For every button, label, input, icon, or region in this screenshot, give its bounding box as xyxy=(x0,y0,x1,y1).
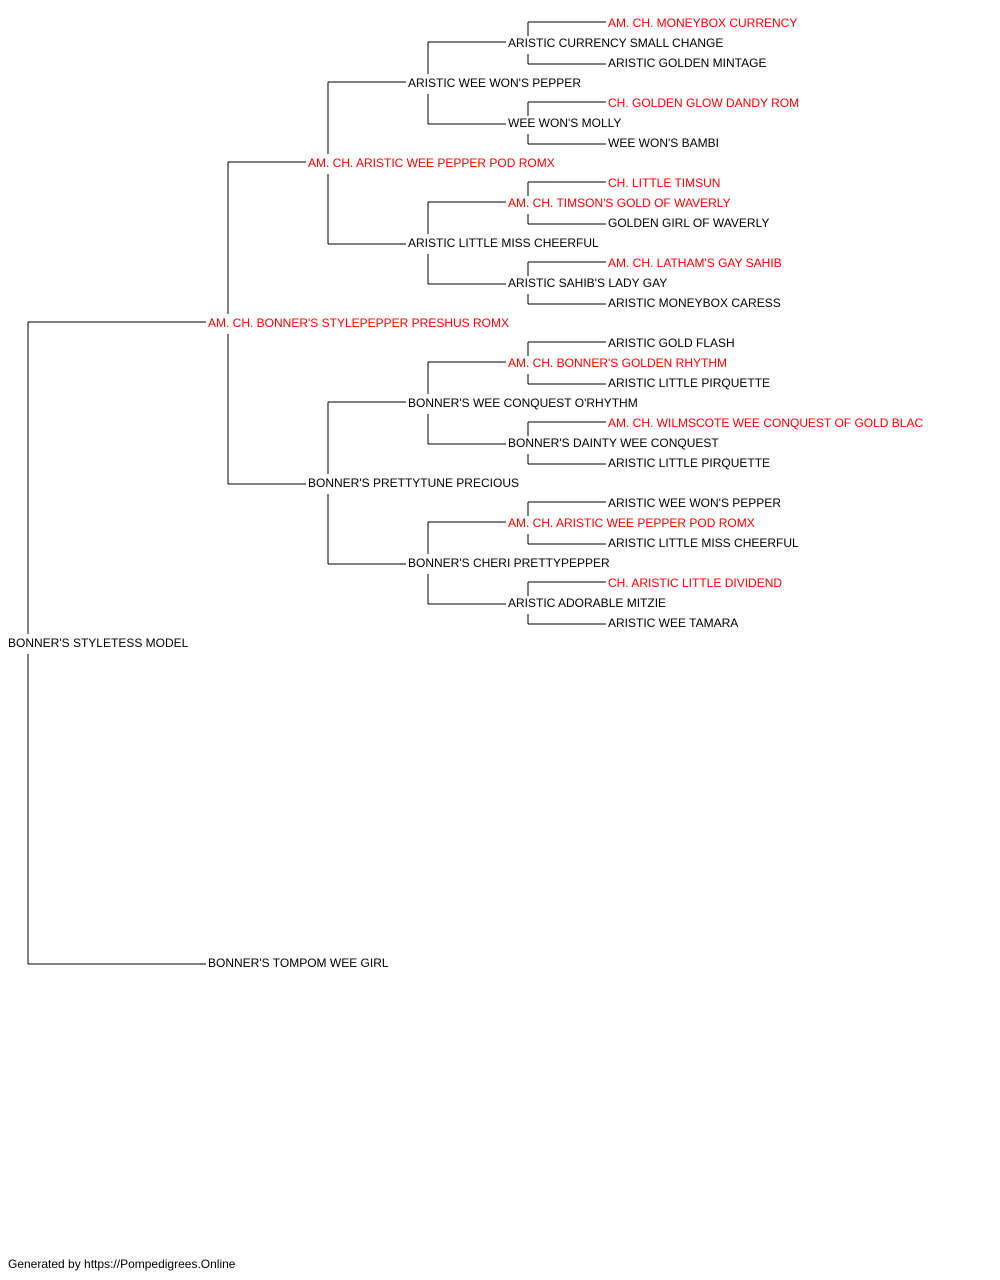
pedigree-labels: BONNER'S STYLETESS MODEL AM. CH. BONNER'S… xyxy=(8,16,923,970)
ancestor-name-sssd: WEE WON'S MOLLY xyxy=(508,116,621,130)
ancestor-name-sdsdd: ARISTIC LITTLE PIRQUETTE xyxy=(608,456,770,470)
ancestor-name-sss: ARISTIC WEE WON'S PEPPER xyxy=(408,76,581,90)
ancestor-name-sdss: AM. CH. BONNER'S GOLDEN RHYTHM xyxy=(508,356,727,370)
ancestor-name-ssd: ARISTIC LITTLE MISS CHEERFUL xyxy=(408,236,599,250)
ancestor-name-sdddd: ARISTIC WEE TAMARA xyxy=(608,616,738,630)
ancestor-name-sdssd: ARISTIC LITTLE PIRQUETTE xyxy=(608,376,770,390)
ancestor-name-sdsd: BONNER'S DAINTY WEE CONQUEST xyxy=(508,436,719,450)
ancestor-name-ssssd: ARISTIC GOLDEN MINTAGE xyxy=(608,56,766,70)
ancestor-name-ssss: ARISTIC CURRENCY SMALL CHANGE xyxy=(508,36,723,50)
ancestor-name-ssddd: ARISTIC MONEYBOX CARESS xyxy=(608,296,781,310)
ancestor-name-sire-dam: BONNER'S PRETTYTUNE PRECIOUS xyxy=(308,476,519,490)
ancestor-name-ssdd: ARISTIC SAHIB'S LADY GAY xyxy=(508,276,667,290)
ancestor-name-ssds: AM. CH. TIMSON'S GOLD OF WAVERLY xyxy=(508,196,731,210)
ancestor-name-sddds: CH. ARISTIC LITTLE DIVIDEND xyxy=(608,576,782,590)
ancestor-name-ssdsd: GOLDEN GIRL OF WAVERLY xyxy=(608,216,769,230)
ancestor-name-sddsd: ARISTIC LITTLE MISS CHEERFUL xyxy=(608,536,799,550)
ancestor-name-sdsss: ARISTIC GOLD FLASH xyxy=(608,336,735,350)
ancestor-name-sssdd: WEE WON'S BAMBI xyxy=(608,136,719,150)
ancestor-name-sire-sire: AM. CH. ARISTIC WEE PEPPER POD ROMX xyxy=(308,156,555,170)
ancestor-name-ssdds: AM. CH. LATHAM'S GAY SAHIB xyxy=(608,256,782,270)
ancestor-name-sddss: ARISTIC WEE WON'S PEPPER xyxy=(608,496,781,510)
subject-dog-name: BONNER'S STYLETESS MODEL xyxy=(8,636,189,650)
ancestor-name-dam: BONNER'S TOMPOM WEE GIRL xyxy=(208,956,389,970)
ancestor-name-ssdss: CH. LITTLE TIMSUN xyxy=(608,176,720,190)
footer-credit: Generated by https://Pompedigrees.Online xyxy=(8,1257,236,1271)
ancestor-name-sdsds: AM. CH. WILMSCOTE WEE CONQUEST OF GOLD B… xyxy=(608,416,923,430)
ancestor-name-sssss: AM. CH. MONEYBOX CURRENCY xyxy=(608,16,797,30)
pedigree-connectors xyxy=(27,21,606,965)
ancestor-name-sdds: AM. CH. ARISTIC WEE PEPPER POD ROMX xyxy=(508,516,755,530)
ancestor-name-sds: BONNER'S WEE CONQUEST O'RHYTHM xyxy=(408,396,638,410)
ancestor-name-sire: AM. CH. BONNER'S STYLEPEPPER PRESHUS ROM… xyxy=(208,316,509,330)
ancestor-name-sssds: CH. GOLDEN GLOW DANDY ROM xyxy=(608,96,799,110)
ancestor-name-sddd: ARISTIC ADORABLE MITZIE xyxy=(508,596,666,610)
ancestor-name-sdd: BONNER'S CHERI PRETTYPEPPER xyxy=(408,556,610,570)
